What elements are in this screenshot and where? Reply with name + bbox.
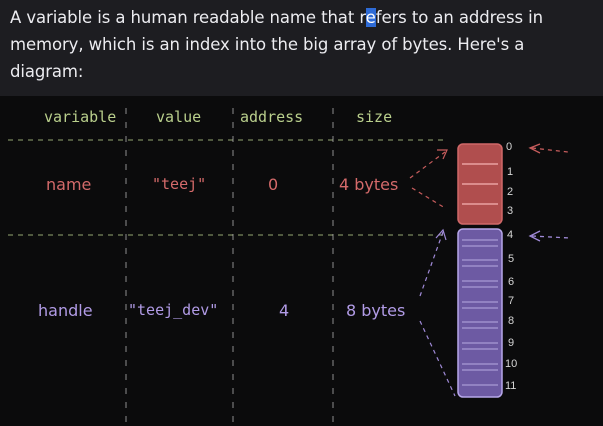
intro-text-start: A variable is a human readable name that… bbox=[10, 8, 366, 27]
diagram-board: variable value address size name "teej" … bbox=[0, 96, 603, 426]
mem-index-5: 5 bbox=[508, 253, 515, 265]
intro-text-end: fers to an address in memory, which is a… bbox=[10, 8, 543, 81]
diagram-lines bbox=[8, 108, 571, 426]
header-value: value bbox=[156, 108, 202, 126]
row-handle-value: "teej_dev" bbox=[128, 301, 219, 319]
mem-index-4: 4 bbox=[507, 229, 514, 241]
header-variable: variable bbox=[44, 108, 117, 126]
mem-index-3: 3 bbox=[507, 205, 514, 217]
text-cursor-highlight[interactable]: e bbox=[365, 8, 376, 27]
mem-index-9: 9 bbox=[508, 337, 515, 349]
mem-index-2: 2 bbox=[507, 186, 514, 198]
row-handle-size: 8 bytes bbox=[346, 301, 406, 320]
row-name-value: "teej" bbox=[152, 175, 207, 193]
memory-block-handle bbox=[457, 228, 503, 398]
mem-index-0: 0 bbox=[506, 141, 513, 153]
header-address: address bbox=[240, 108, 304, 126]
row-name-variable: name bbox=[46, 175, 92, 194]
mem-index-7: 7 bbox=[508, 295, 515, 307]
mem-index-6: 6 bbox=[508, 276, 515, 288]
row-handle-variable: handle bbox=[38, 301, 93, 320]
row-name-address: 0 bbox=[268, 175, 279, 194]
intro-paragraph: A variable is a human readable name that… bbox=[10, 4, 595, 85]
mem-index-10: 10 bbox=[505, 358, 518, 370]
header-size: size bbox=[356, 108, 393, 126]
row-name-size: 4 bytes bbox=[339, 175, 399, 194]
mem-index-1: 1 bbox=[507, 166, 514, 178]
mem-index-11: 11 bbox=[505, 380, 517, 392]
mem-index-8: 8 bbox=[508, 315, 515, 327]
row-handle-address: 4 bbox=[279, 301, 290, 320]
